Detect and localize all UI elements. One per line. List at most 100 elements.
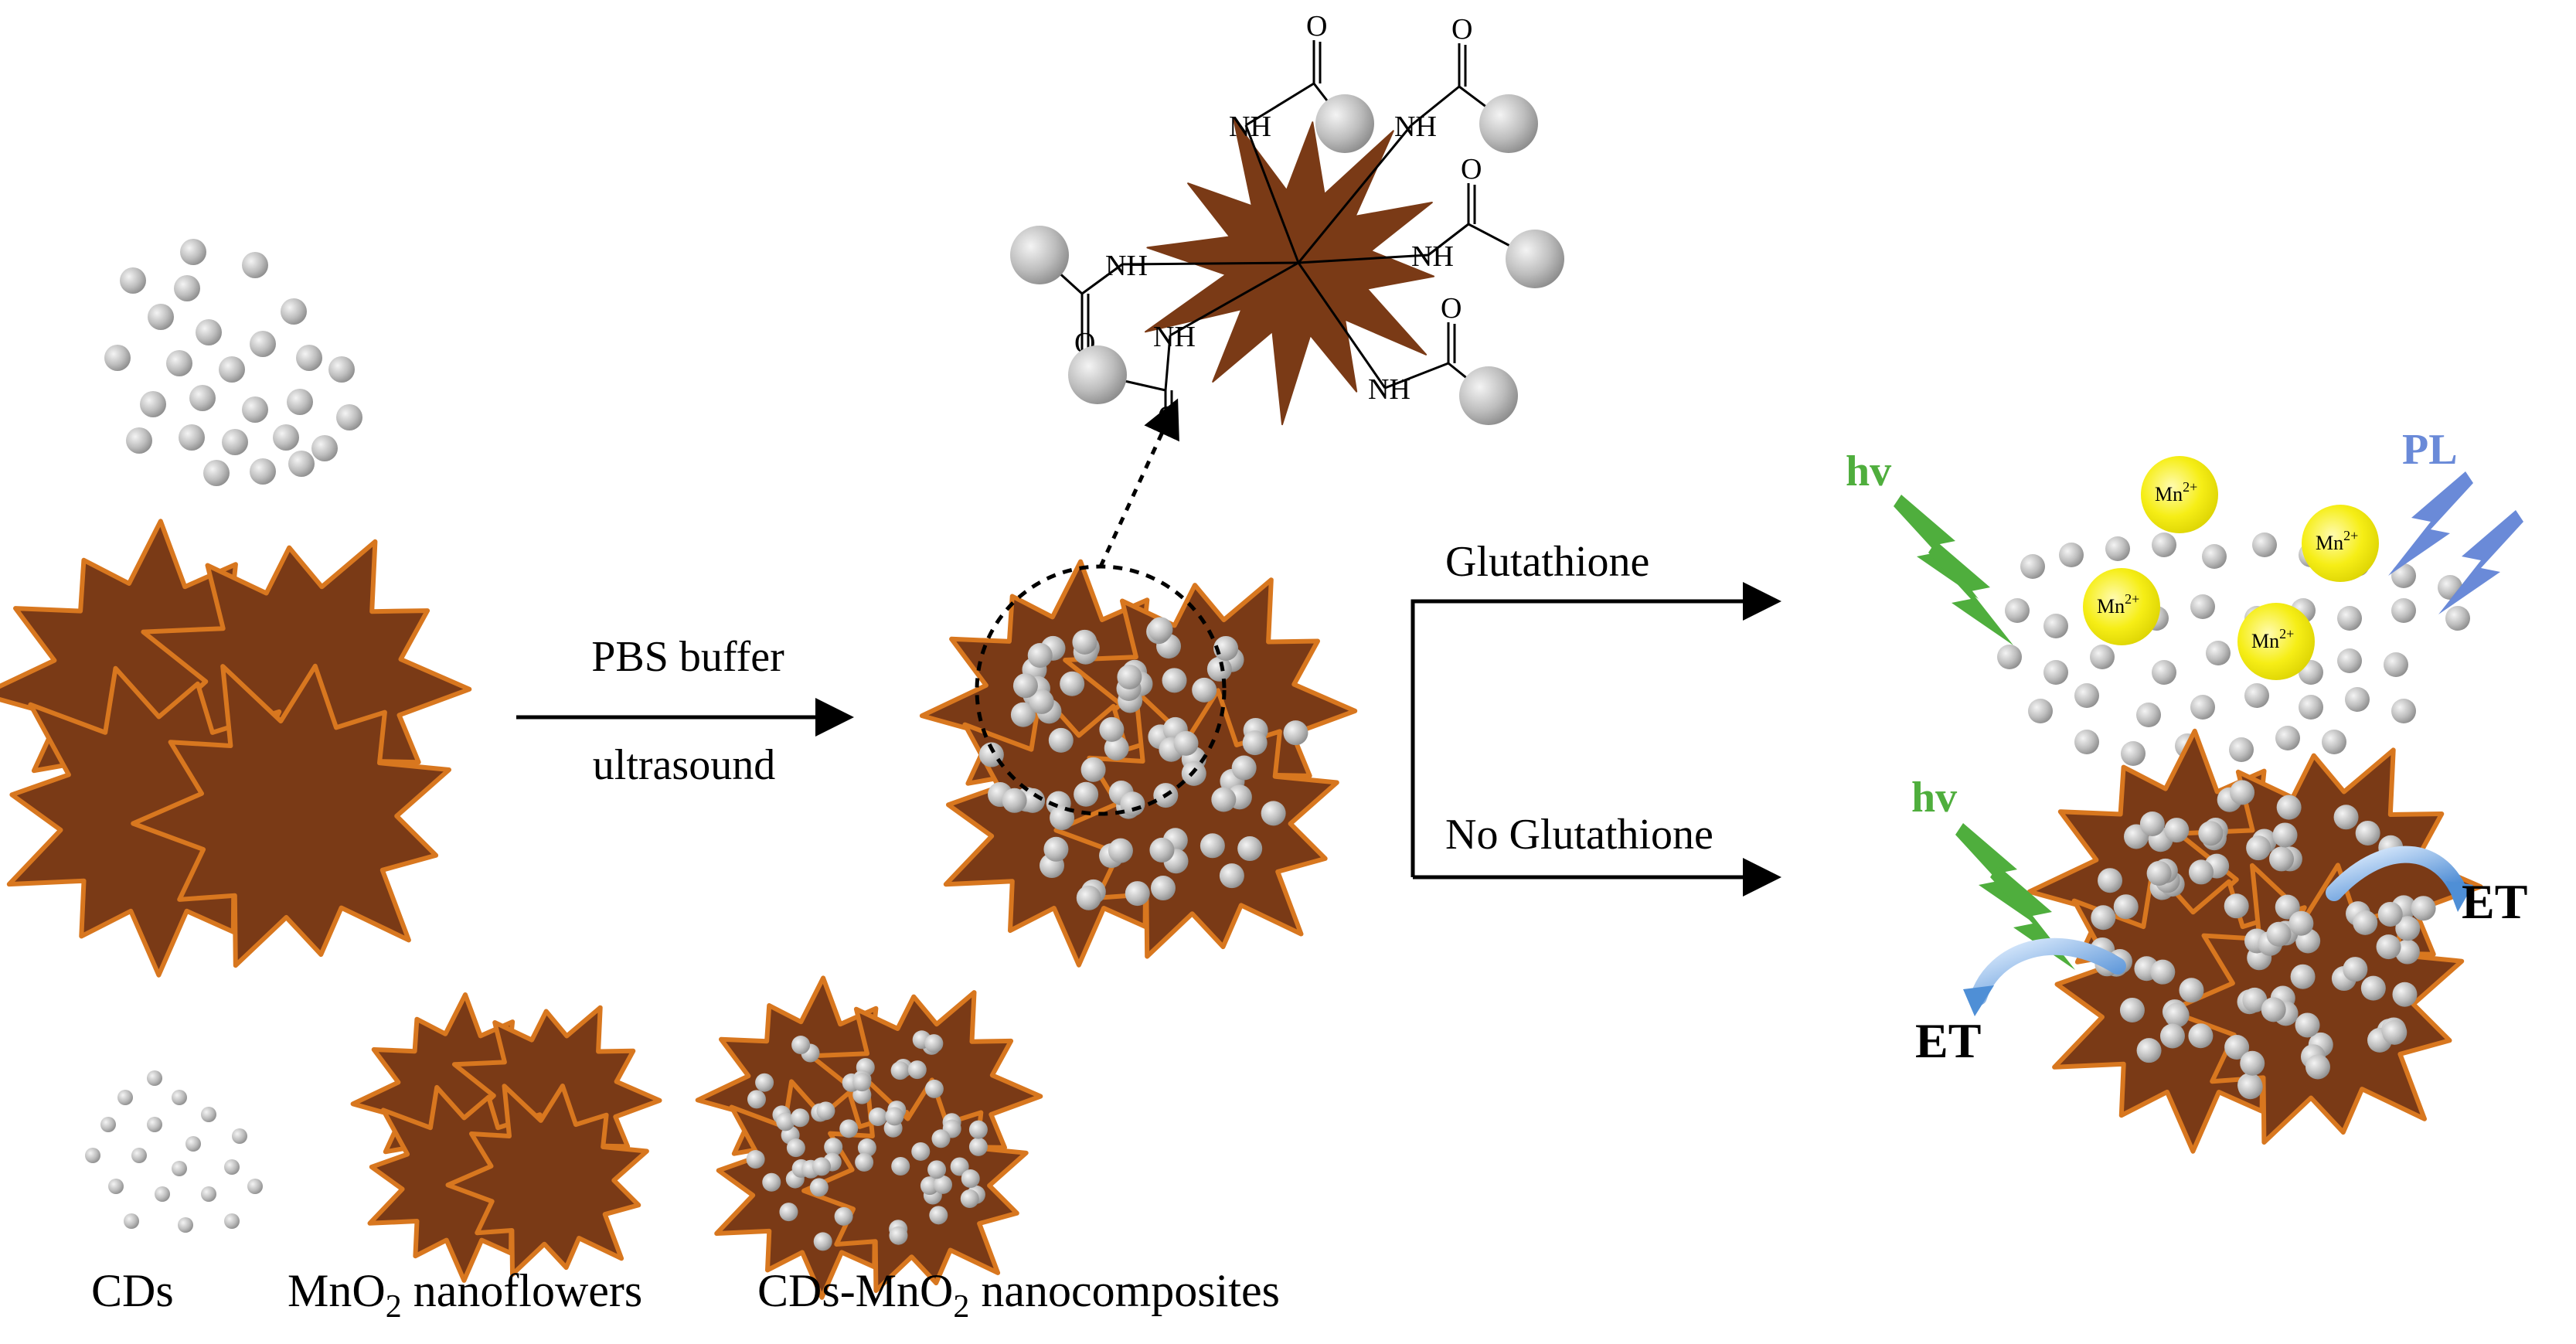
carbon-dot [126,427,152,454]
carbon-dot [2043,660,2068,685]
light-bolt-icon [1928,541,2013,645]
carbon-dot [1231,755,1257,781]
carbon-dot [2391,598,2416,623]
carbon-dot [2188,859,2214,885]
carbon-dot [2237,1074,2263,1100]
carbon-dot [1108,838,1133,863]
carbon-dot [124,1213,139,1229]
carbon-dot [2343,957,2368,982]
carbon-dot [1076,885,1101,910]
carbon-dot [2190,695,2215,720]
carbon-dot [189,385,216,411]
et-label-right: ET [2462,874,2527,929]
carbon-dot [2445,606,2470,631]
carbon-dot [140,391,166,417]
carbon-dot [762,1172,781,1192]
quenched-nanocomposite [1955,728,2483,1154]
carbon-dot [2252,532,2277,557]
carbon-dot [968,1137,988,1156]
carbon-dot [178,1217,193,1233]
carbon-dot [2305,1054,2330,1080]
carbon-dot [172,1161,187,1176]
carbon-dot [2020,554,2045,579]
nh-group: NH [1229,111,1271,143]
carbon-dot [2333,805,2359,830]
carbon-dot [1099,716,1125,742]
carbon-dot [196,319,222,345]
carbon-dot [1211,787,1237,812]
ultrasound-label: ultrasound [593,741,775,789]
oxygen-atom: O [1461,153,1482,185]
carbon-dot [1213,635,1239,661]
legend-mno2-icon [350,992,662,1283]
legend-cds-icon [85,1070,263,1233]
carbon-dot [2074,730,2099,754]
carbon-dot [1104,735,1129,760]
energy-transfer-arrow-head [1963,985,1994,1016]
carbon-dot [2150,959,2176,985]
carbon-dot [2152,660,2176,685]
carbon-dot [1029,689,1054,714]
carbon-dot [813,1232,832,1251]
oxygen-atom: O [1158,400,1179,433]
carbon-dot [336,404,362,430]
mn-ion-label: Mn2+ [2155,479,2197,505]
no-glutathione-label: No Glutathione [1445,811,1713,859]
carbon-dot [2005,598,2030,623]
carbon-dot [185,1136,201,1152]
mn-ion [2237,603,2315,680]
carbon-dot [1162,668,1187,693]
carbon-dot [931,1129,951,1148]
carbon-dot [812,1157,831,1176]
carbon-dot [2394,939,2420,965]
energy-transfer-arrow-head [2446,881,2473,912]
carbon-dot [1027,643,1053,669]
carbon-dot [242,396,268,423]
oxygen-atom: O [1451,13,1472,46]
carbon-dot [1997,645,2022,669]
mn-ion [2083,568,2160,645]
carbon-dot [281,298,307,325]
carbon-dot [201,1107,216,1122]
mno2-nanoflowers-cluster [0,519,472,978]
carbon-dot [816,1101,835,1121]
mno2-flower [131,663,451,968]
carbon-dot [2276,794,2302,820]
carbon-dot [174,275,200,301]
carbon-dot [100,1117,116,1132]
carbon-dot [2121,741,2146,766]
carbon-dot [2090,645,2115,669]
carbon-dot [2188,1023,2214,1049]
carbon-dot [890,1061,910,1080]
nh-group: NH [1411,240,1454,273]
carbon-dot [776,1112,795,1131]
carbon-dot [273,424,299,451]
nh-group: NH [1153,321,1196,353]
carbon-dot [2179,978,2204,1003]
carbon-dot [1148,617,1173,642]
legend-composite-label: CDs-MnO2 nanocomposites [757,1265,1280,1325]
carbon-dot [203,460,230,486]
carbon-dot [219,356,245,383]
carbon-dot [2113,894,2139,920]
carbon-dot [1010,226,1069,284]
carbon-dot [108,1179,124,1194]
carbon-dot [2136,1038,2162,1063]
carbon-dot [755,1073,774,1092]
nh-group: NH [1105,250,1148,282]
carbon-dot [311,435,338,461]
carbon-dot [2391,563,2416,588]
carbon-dot [1283,720,1308,746]
carbon-dot [2290,964,2316,989]
carbon-dot [155,1186,170,1202]
carbon-dot [172,1090,187,1105]
carbon-dot [148,304,174,330]
energy-transfer-arrow [2326,846,2466,901]
carbon-dot [224,1159,240,1175]
carbon-dot [2392,982,2418,1007]
pbs-reaction-arrow: PBS buffer ultrasound [516,633,854,789]
energy-transfer-arrow [1970,937,2126,1005]
carbon-dot [857,1138,876,1158]
carbon-dot [222,429,248,455]
